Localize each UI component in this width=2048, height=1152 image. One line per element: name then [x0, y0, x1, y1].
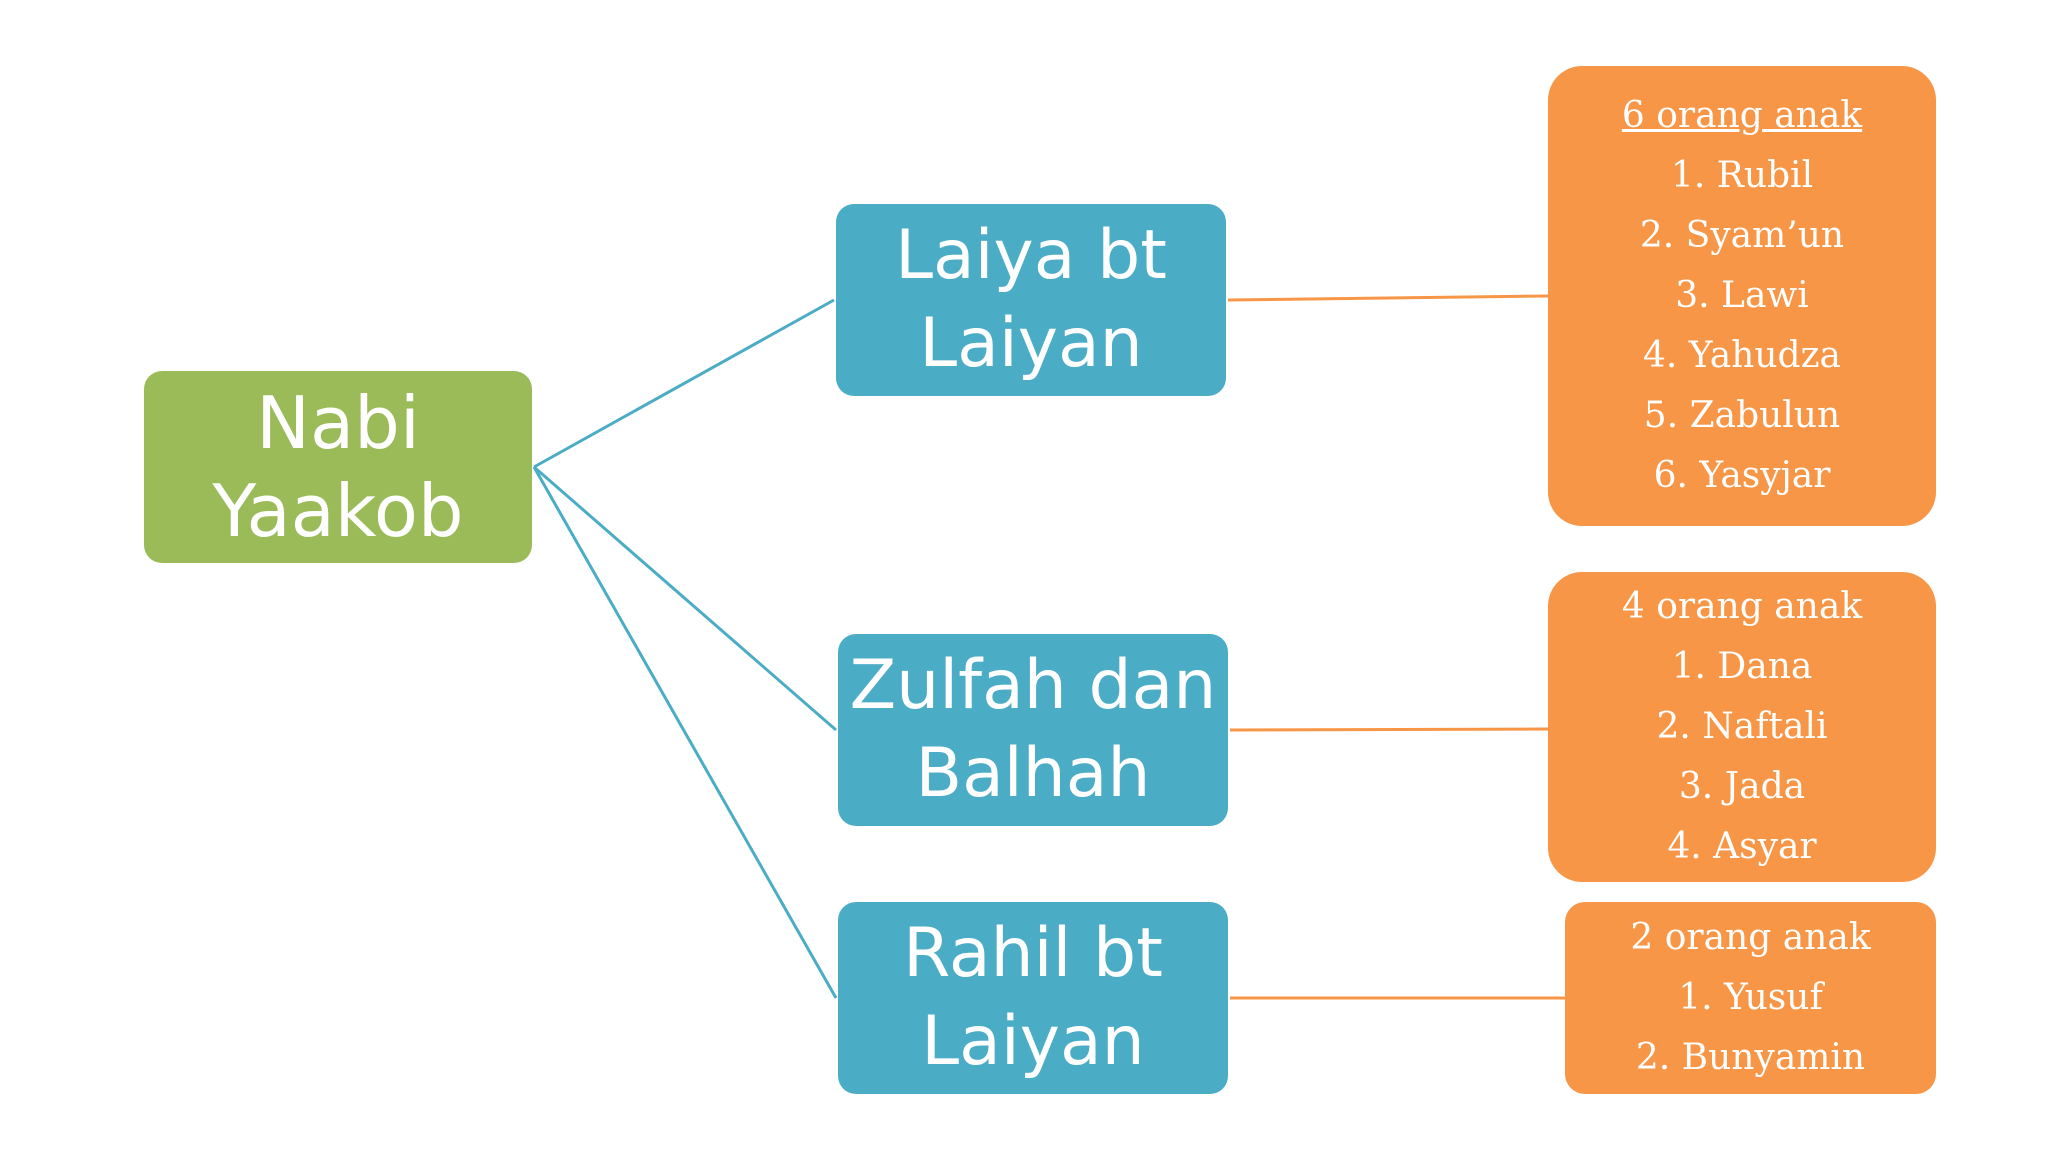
- child-item: 1. Dana: [1671, 646, 1813, 687]
- connector-root-to-wife-1: [533, 298, 835, 469]
- child-item: 3. Jada: [1678, 766, 1806, 807]
- child-item: 4. Asyar: [1667, 826, 1817, 867]
- children-box-2: 4 orang anak 1. Dana 2. Naftali 3. Jada …: [1548, 572, 1936, 882]
- child-item: 5. Zabulun: [1643, 395, 1841, 436]
- child-item: 1. Yusuf: [1678, 977, 1823, 1018]
- connector-root-to-wife-2: [533, 465, 837, 732]
- child-item: 2. Bunyamin: [1635, 1037, 1866, 1078]
- children-2-heading: 4 orang anak: [1621, 586, 1863, 627]
- wife-node-1: Laiya bt Laiyan: [836, 204, 1226, 396]
- child-item: 1. Rubil: [1670, 155, 1814, 196]
- children-3-heading: 2 orang anak: [1630, 917, 1871, 958]
- wife-2-name-line-2: Balhah: [915, 734, 1151, 813]
- child-item: 2. Naftali: [1656, 706, 1828, 747]
- children-box-3: 2 orang anak 1. Yusuf 2. Bunyamin: [1565, 902, 1936, 1094]
- root-name-line-1: Nabi: [256, 381, 420, 465]
- wife-node-2: Zulfah dan Balhah: [838, 634, 1228, 826]
- children-1-heading: 6 orang anak: [1621, 95, 1863, 136]
- wife-3-name-line-1: Rahil bt: [903, 914, 1163, 993]
- root-node-nabi-yaakob: Nabi Yaakob: [144, 371, 532, 563]
- wife-node-3: Rahil bt Laiyan: [838, 902, 1228, 1094]
- wife-1-name-line-1: Laiya bt: [895, 216, 1167, 295]
- child-item: 3. Lawi: [1675, 275, 1809, 316]
- child-item: 4. Yahudza: [1642, 335, 1842, 376]
- wife-1-name-line-2: Laiyan: [919, 304, 1143, 383]
- connector-wife-1-to-children: [1227, 294, 1549, 302]
- root-name-line-2: Yaakob: [212, 469, 464, 553]
- connector-root-to-wife-3: [532, 466, 838, 999]
- connector-wife-2-to-children: [1229, 727, 1549, 732]
- child-item: 6. Yasyjar: [1653, 455, 1831, 496]
- wife-3-name-line-2: Laiyan: [921, 1002, 1145, 1081]
- wife-2-name-line-1: Zulfah dan: [849, 646, 1217, 725]
- child-item: 2. Syam’un: [1639, 215, 1845, 256]
- children-box-1: 6 orang anak 1. Rubil 2. Syam’un 3. Lawi…: [1548, 66, 1936, 526]
